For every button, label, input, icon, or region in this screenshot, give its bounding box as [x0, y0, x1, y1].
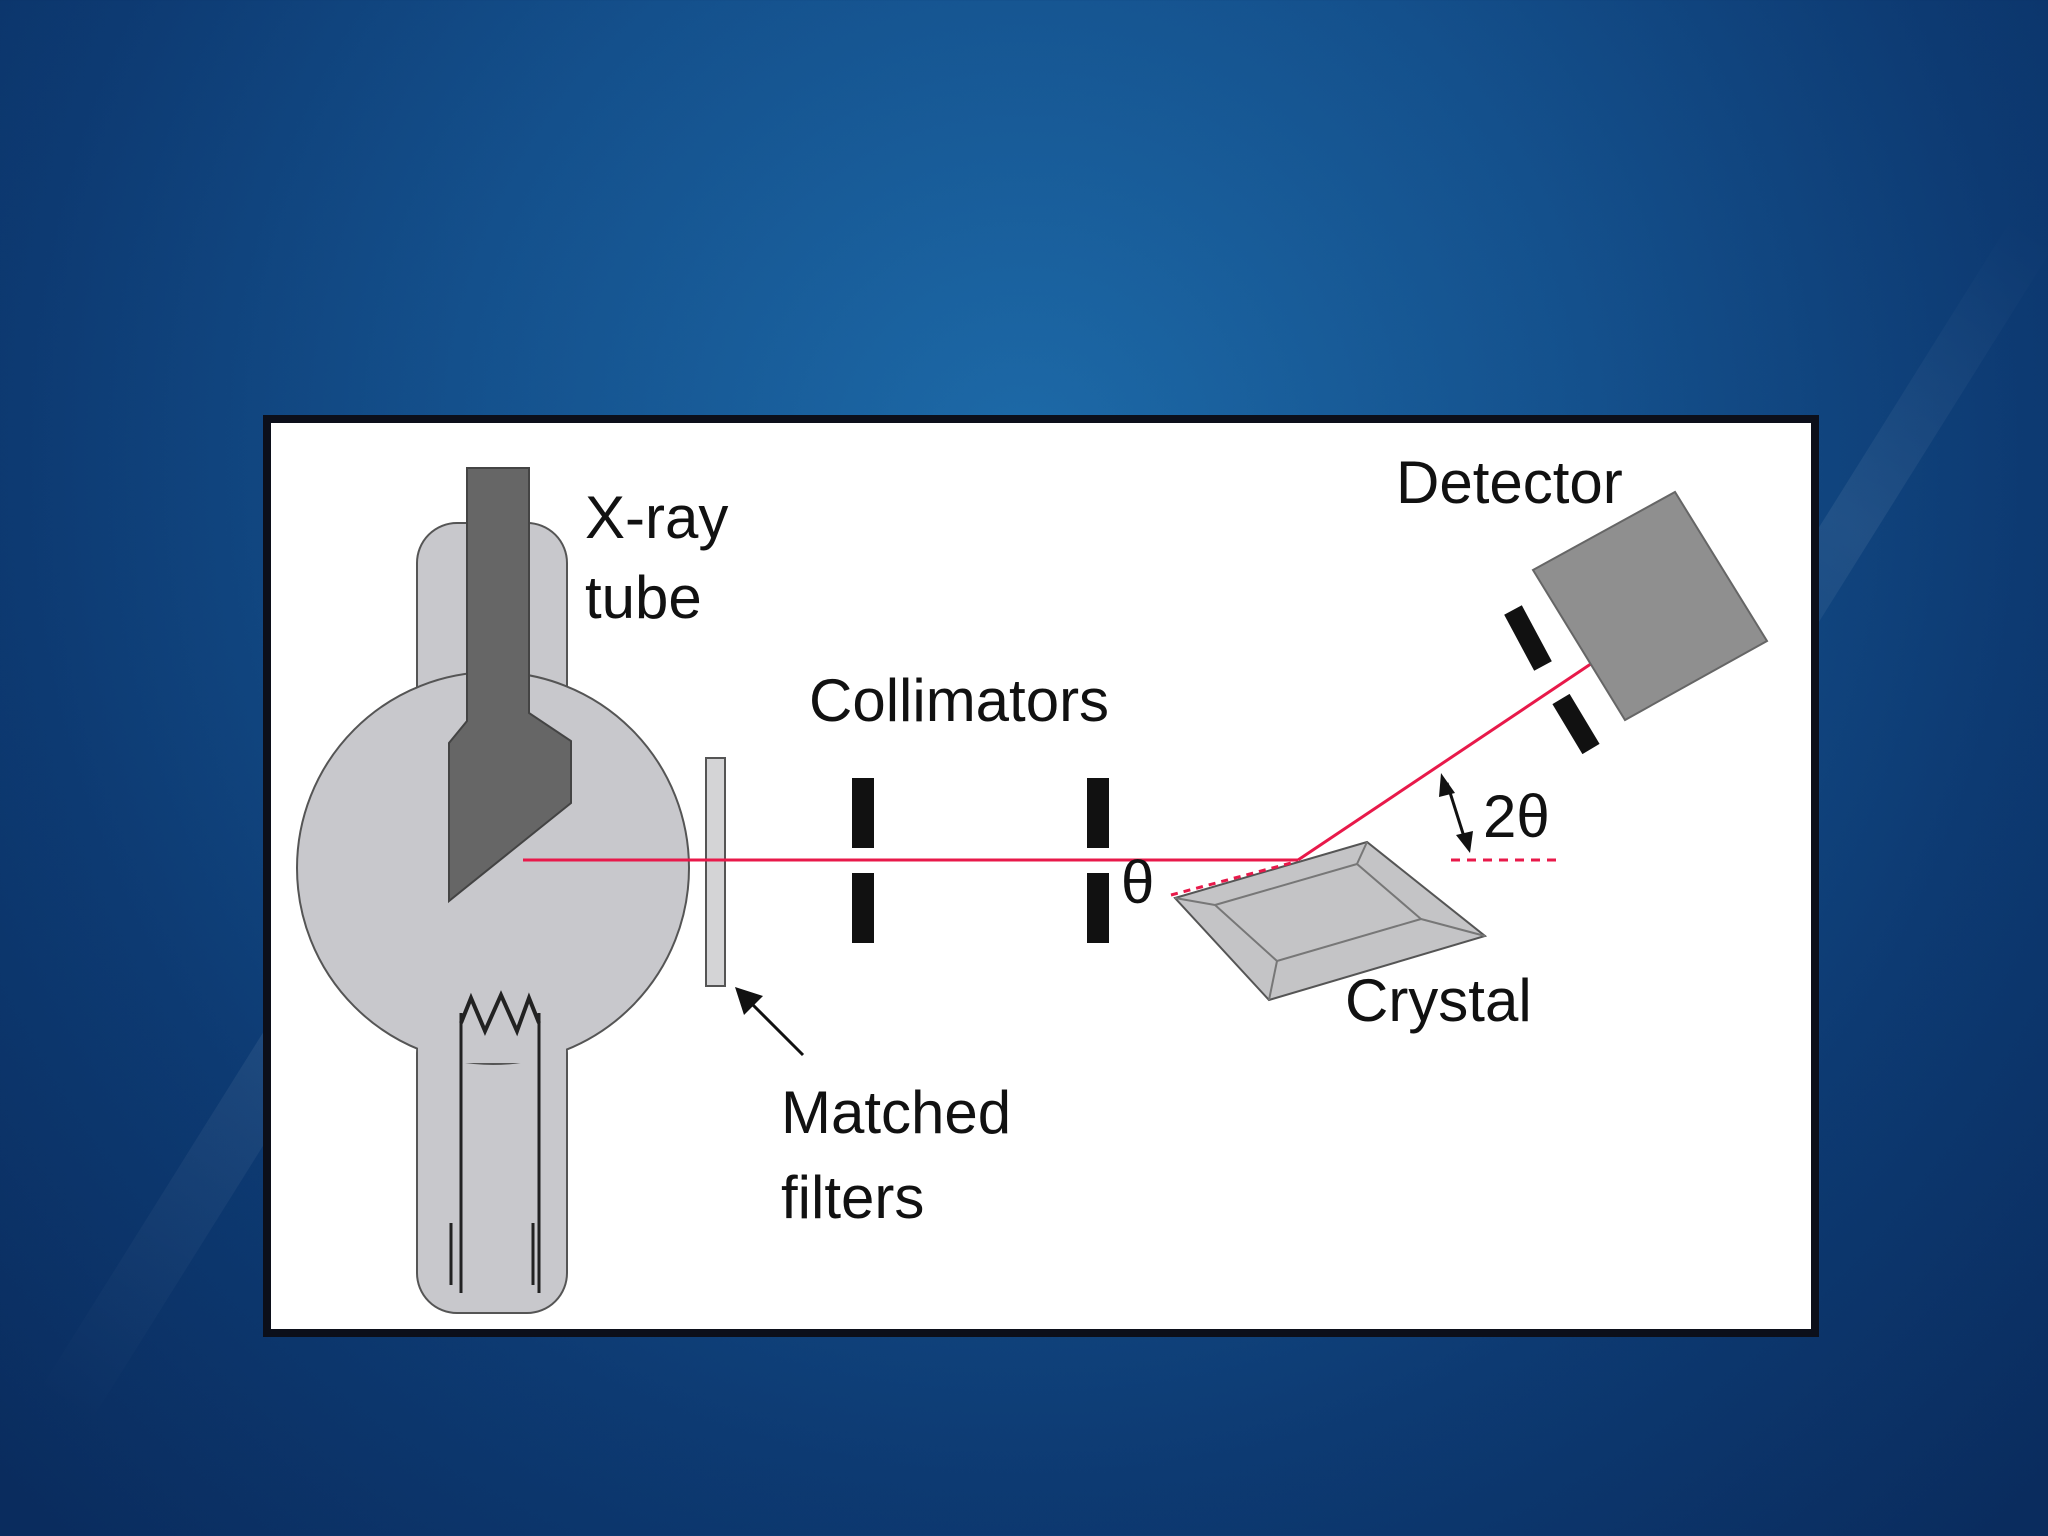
crystal-edge [1268, 960, 1278, 1001]
collimator-1-top [852, 778, 874, 848]
detector-slit-top [1504, 605, 1552, 671]
two-theta-arrowhead-up [1439, 773, 1455, 797]
detector-label: Detector [1396, 449, 1623, 516]
two-theta-arrowhead-down [1456, 831, 1473, 853]
pointer-arrowhead [735, 987, 763, 1015]
collimators-label: Collimators [809, 667, 1109, 734]
detector-slit-bottom [1552, 693, 1600, 755]
matched-filters-pointer [735, 987, 805, 1057]
matched-filters-label-line2: filters [781, 1164, 924, 1231]
diffracted-xray-beam [1297, 625, 1647, 862]
cathode-filament [459, 990, 541, 1037]
diagram-panel: X-ray tube Collimators Detector 2θ θ Cry… [263, 415, 1819, 1337]
crystal-edge [1356, 841, 1368, 865]
xray-diffractometer-diagram: X-ray tube Collimators Detector 2θ θ Cry… [296, 449, 1769, 1314]
two-theta-label: 2θ [1483, 783, 1550, 850]
matched-filters-label-line1: Matched [781, 1079, 1011, 1146]
detector-box [1531, 490, 1769, 722]
pointer-arrow-shaft [747, 999, 805, 1057]
collimators [852, 778, 1109, 943]
collimator-2-top [1087, 778, 1109, 848]
anode-target [448, 467, 572, 904]
matched-filter-plate [705, 757, 726, 987]
xray-tube-label-line2: tube [585, 564, 702, 631]
theta-label: θ [1121, 849, 1154, 916]
detector [1504, 490, 1769, 755]
crystal [1173, 840, 1488, 1002]
two-theta-indicator [1439, 773, 1473, 853]
crystal-label: Crystal [1345, 967, 1532, 1034]
xray-tube-label-line1: X-ray [585, 484, 728, 551]
crystal-edge [1420, 918, 1486, 937]
collimator-1-bottom [852, 873, 874, 943]
xray-tube [296, 467, 690, 1314]
collimator-2-bottom [1087, 873, 1109, 943]
crystal-edge [1174, 897, 1216, 906]
